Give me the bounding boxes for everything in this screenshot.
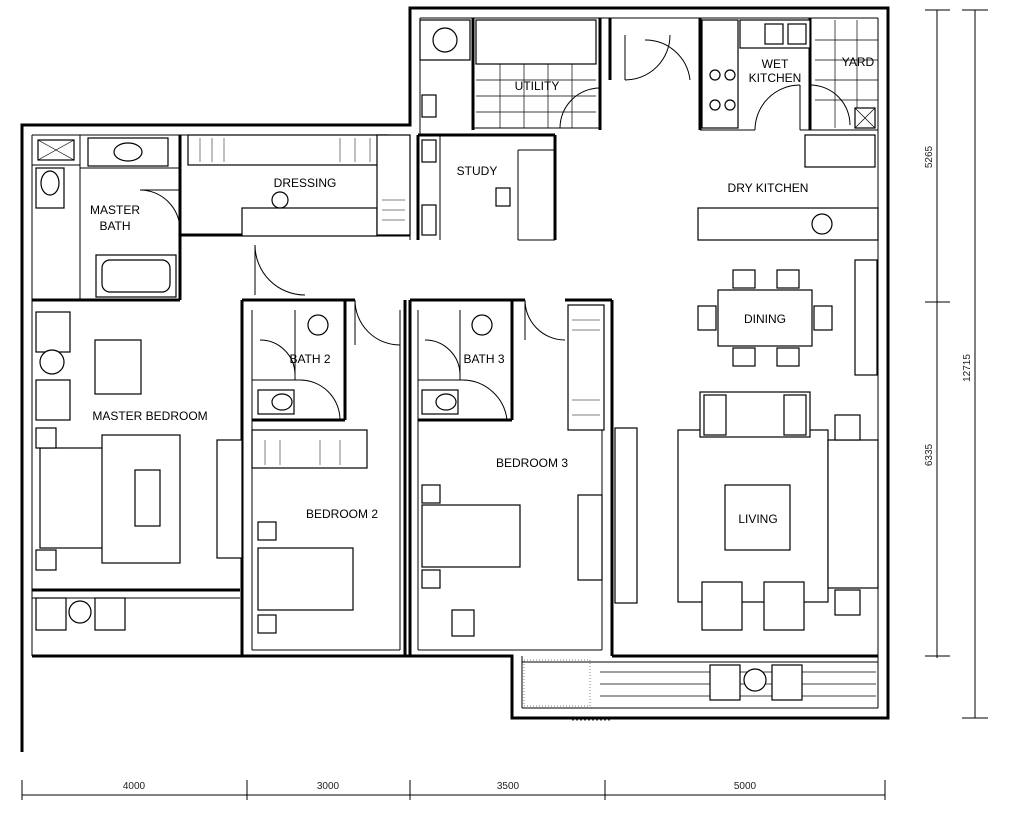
label-living: LIVING [738, 512, 777, 526]
fixtures [35, 19, 879, 721]
dim-bottom-4: 5000 [734, 781, 757, 792]
dim-bottom-2: 3000 [317, 781, 340, 792]
interior-walls [32, 18, 878, 663]
label-dressing: DRESSING [274, 176, 337, 190]
exterior-walls [20, 6, 890, 752]
label-study: STUDY [457, 164, 498, 178]
label-bedroom-3: BEDROOM 3 [496, 456, 568, 470]
label-bath-3: BATH 3 [463, 352, 504, 366]
label-wet-kitchen-2: KITCHEN [749, 71, 802, 85]
label-bath-2: BATH 2 [289, 352, 330, 366]
label-master-bedroom: MASTER BEDROOM [92, 409, 207, 423]
doors [139, 34, 851, 421]
room-labels: MASTER BATH DRESSING STUDY UTILITY WET K… [90, 55, 875, 526]
label-bedroom-2: BEDROOM 2 [306, 507, 378, 521]
dimension-lines: 4000 3000 3500 5000 5265 6335 12715 [21, 9, 988, 800]
dim-right-2: 6335 [924, 443, 935, 466]
label-yard: YARD [842, 55, 875, 69]
dim-right-1: 5265 [924, 145, 935, 168]
label-master-bath-1: MASTER [90, 203, 140, 217]
dim-bottom-1: 4000 [123, 781, 146, 792]
label-wet-kitchen-1: WET [762, 57, 789, 71]
dim-bottom-3: 3500 [497, 781, 520, 792]
dim-overall-right: 12715 [962, 354, 973, 382]
label-dining: DINING [744, 312, 786, 326]
label-dry-kitchen: DRY KITCHEN [728, 181, 809, 195]
label-master-bath-2: BATH [99, 219, 130, 233]
label-utility: UTILITY [515, 79, 560, 93]
